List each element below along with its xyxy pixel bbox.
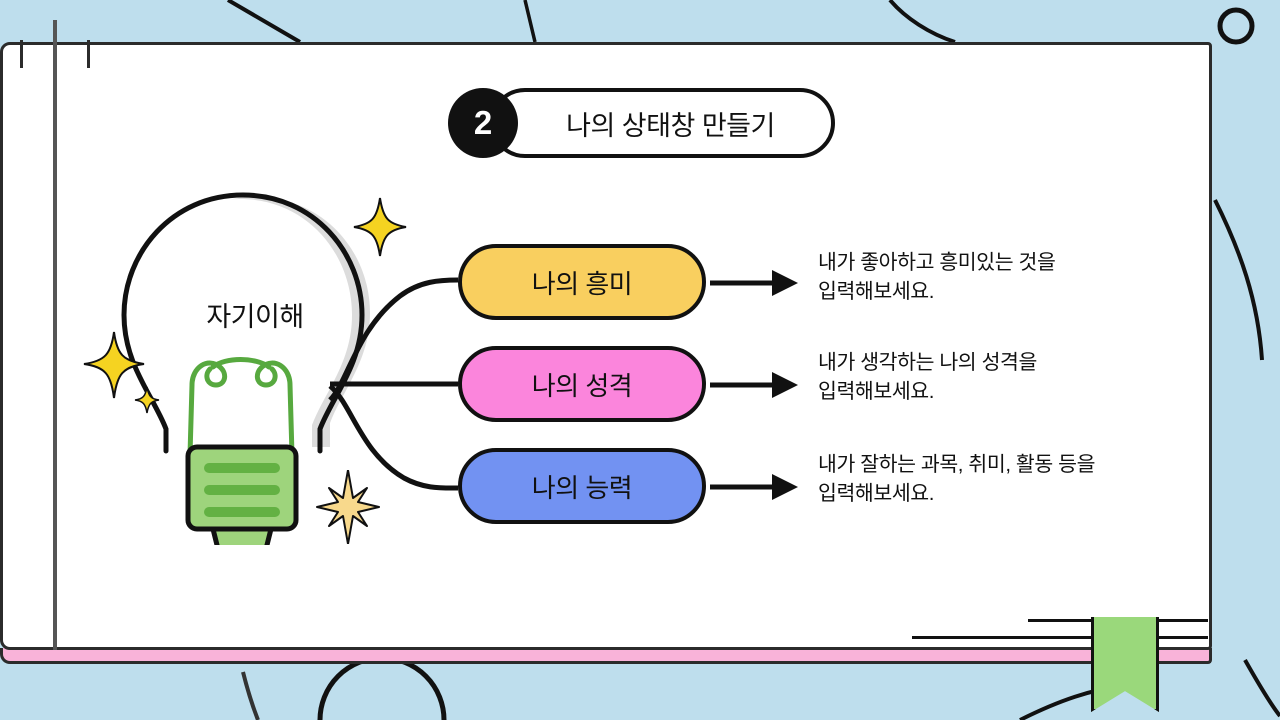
description-line: 입력해보세요. — [818, 280, 935, 303]
category-pill-label: 나의 능력 — [531, 472, 633, 503]
bulb-base-stripe-3 — [204, 507, 280, 517]
star-burst-bottom — [316, 470, 380, 544]
star-icon — [316, 470, 380, 544]
arrow-to-description-3 — [710, 474, 798, 500]
bulb-filament-right — [254, 360, 295, 458]
category-pill-label: 나의 흥미 — [531, 268, 633, 299]
lightbulb-illustration — [121, 192, 370, 545]
description-personality: 내가 생각하는 나의 성격을 입력해보세요. — [818, 348, 1198, 406]
arrow-to-description-2 — [710, 372, 798, 398]
decor-line-topmid — [523, 0, 537, 43]
description-line: 입력해보세요. — [818, 482, 935, 505]
connector-to-interest — [328, 277, 459, 402]
description-line: 내가 생각하는 나의 성격을 — [818, 351, 1037, 374]
sparkle-icon — [134, 386, 160, 414]
bulb-label: 자기이해 — [206, 302, 304, 332]
category-pill-personality[interactable]: 나의 성격 — [458, 346, 706, 422]
book-spine — [53, 20, 57, 650]
arrow-to-description-1 — [710, 270, 798, 296]
step-badge: 2 — [448, 88, 518, 158]
bulb-base-tip — [210, 526, 274, 545]
book-spine-notch — [20, 40, 90, 68]
sparkle-icon — [353, 197, 407, 257]
decor-curve-right — [1213, 199, 1264, 361]
connector-to-ability — [328, 384, 459, 491]
category-pill-interest[interactable]: 나의 흥미 — [458, 244, 706, 320]
bulb-filament-left — [187, 360, 228, 458]
category-pill-label: 나의 성격 — [531, 370, 633, 401]
description-interest: 내가 좋아하고 흥미있는 것을 입력해보세요. — [818, 248, 1198, 306]
category-pill-ability[interactable]: 나의 능력 — [458, 448, 706, 524]
decor-diagonal-line-topleft — [226, 0, 302, 44]
sparkle-small-left — [134, 386, 160, 414]
decor-curve-topright — [888, 0, 956, 44]
description-line: 내가 잘하는 과목, 취미, 활동 등을 — [818, 453, 1096, 476]
decor-curve-bottomleft — [241, 671, 260, 720]
bulb-base-stripe-1 — [204, 463, 280, 473]
header-pill — [490, 88, 835, 158]
decor-line-bottomright — [1243, 659, 1280, 718]
bulb-base-stripe-2 — [204, 485, 280, 495]
page-title: 나의 상태창 만들기 — [566, 110, 775, 141]
description-line: 입력해보세요. — [818, 380, 935, 403]
page-edge-line-2 — [912, 636, 1208, 639]
sparkle-icon — [83, 331, 145, 399]
description-ability: 내가 잘하는 과목, 취미, 활동 등을 입력해보세요. — [818, 450, 1198, 508]
description-line: 내가 좋아하고 흥미있는 것을 — [818, 251, 1056, 274]
sparkle-large-left — [83, 331, 145, 399]
bulb-filament-top — [210, 357, 272, 370]
book-page-edge — [0, 648, 1212, 664]
sparkle-large-right — [353, 197, 407, 257]
circle-outline-icon — [1217, 7, 1255, 45]
bulb-glass-outline-right — [240, 192, 365, 454]
